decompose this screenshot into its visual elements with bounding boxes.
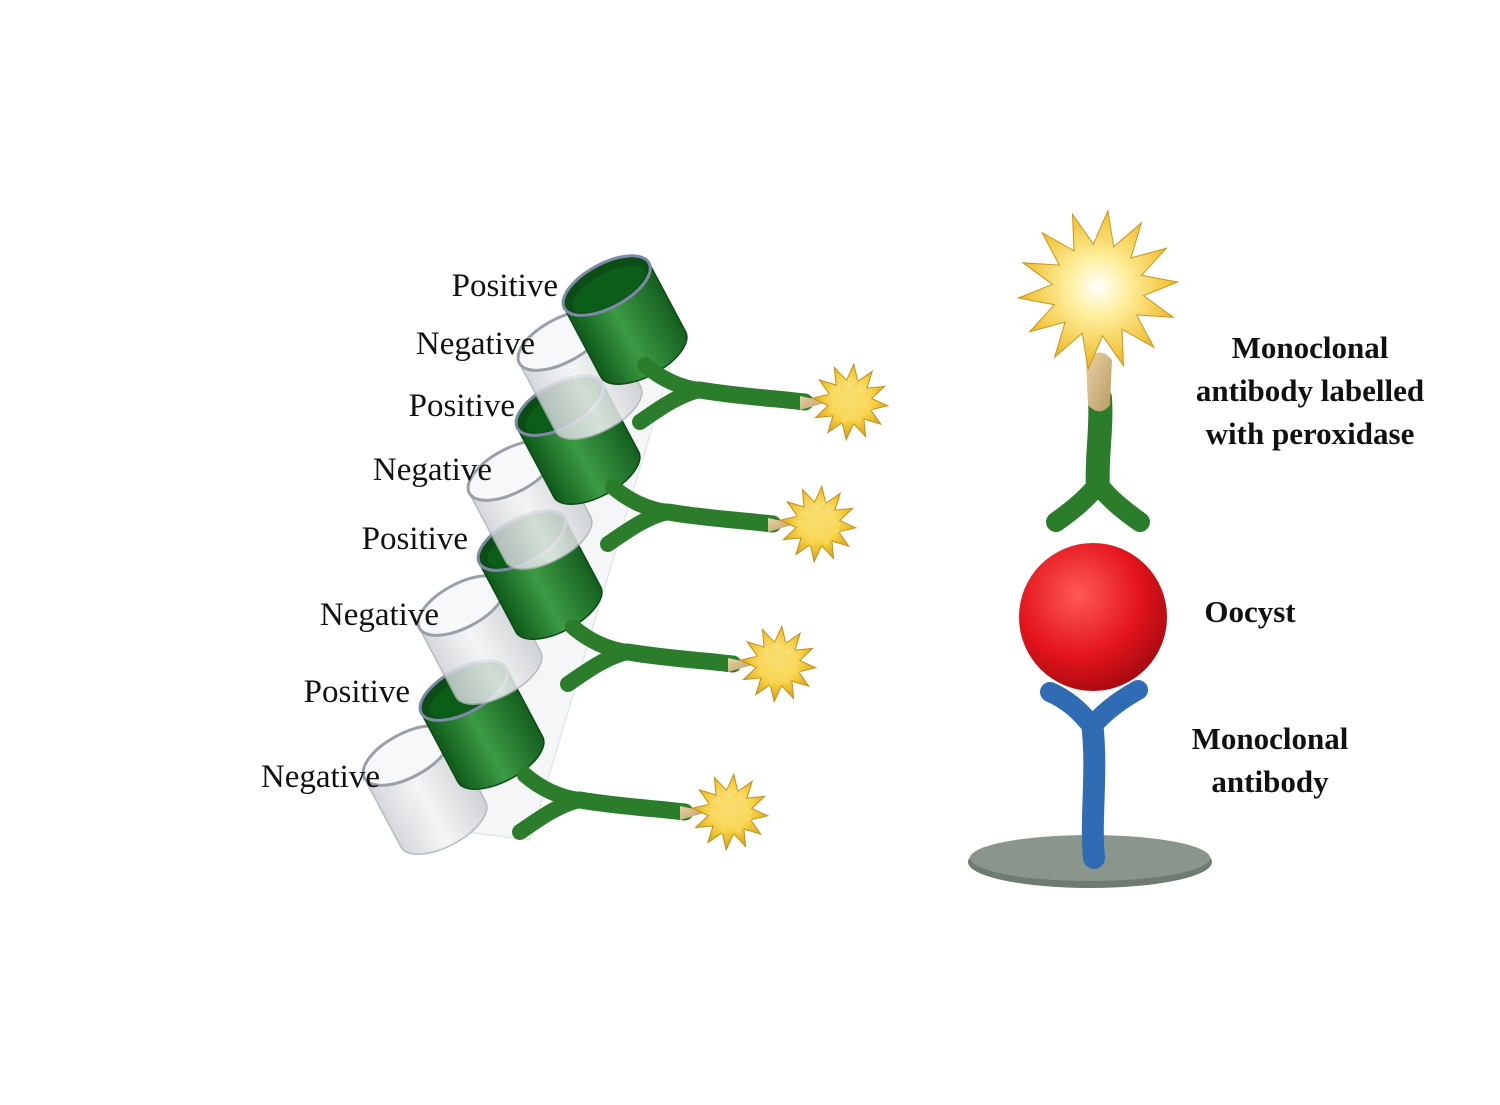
well-label: Negative [260,759,380,795]
labelled-antibody-label: Monoclonal antibody labelled with peroxi… [1195,330,1425,451]
well-label: Negative [319,597,439,633]
well-label: Positive [361,521,468,557]
well-label: Negative [372,452,492,488]
capture-antibody [1040,680,1148,869]
well-label: Negative [415,326,535,362]
peroxidase-icon [1016,208,1180,372]
well-label: Positive [451,268,558,304]
well-positive [561,254,688,385]
labelled-antibody [600,479,858,564]
well-label: Positive [303,674,410,710]
capture-antibody-label: Monoclonal antibody [1191,721,1349,799]
labelled-antibody [512,767,770,852]
microplate-strip [361,254,688,855]
well-label: Positive [408,388,515,424]
labelled-antibody [632,357,890,442]
oocyst-icon [1019,543,1167,691]
labelled-antibodies [512,357,890,852]
oocyst-label: Oocyst [1204,594,1296,629]
detection-antibody [1046,352,1150,532]
labelled-antibody [560,619,818,704]
sandwich-assay [968,208,1212,888]
